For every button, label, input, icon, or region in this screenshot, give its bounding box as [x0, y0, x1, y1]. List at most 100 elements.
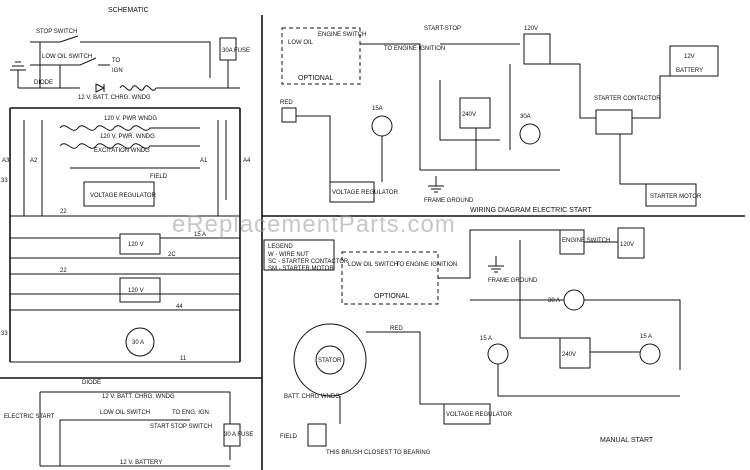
- engine-switch-label-bottom: ENGINE SWITCH: [562, 238, 610, 244]
- battery-label: BATTERY: [676, 68, 703, 74]
- schematic-panel: SCHEMATIC STOP SWITCH LOW OIL SWITCH TO …: [1, 7, 251, 363]
- pwr-wndg-2-label: 120 V. PWR. WNDG: [100, 134, 155, 140]
- optional-label-bottom: OPTIONAL: [374, 293, 410, 300]
- fuse-30a-label: 30A FUSE: [222, 48, 250, 54]
- outlet-120v-1-label: 120 V: [128, 242, 144, 248]
- frame-ground-label-bottom: FRAME GROUND: [488, 278, 538, 284]
- outlet-120v-1: [119, 233, 161, 255]
- schematic-voltage-regulator: [83, 181, 155, 207]
- battery-12v-label: 12V: [684, 54, 695, 60]
- manual-start-title: MANUAL START: [600, 437, 654, 444]
- breaker-30a-bottom: [563, 289, 585, 311]
- receptacle-120v-top-label: 120V: [524, 26, 538, 32]
- wire-33-bottom: 33: [1, 331, 8, 337]
- breaker-30a-bottom-label: 30 A: [548, 298, 560, 304]
- electric-start-panel: ELECTRIC START DIODE 12 V. BATT. CHRG. W…: [4, 380, 253, 467]
- starter-motor: [645, 183, 697, 207]
- voltage-regulator-top-label: VOLTAGE REGULATOR: [332, 190, 399, 196]
- breaker-30a-top-label: 30A: [520, 114, 531, 120]
- breaker-15a-bottom-right: [639, 343, 661, 365]
- starter-contactor: [595, 109, 633, 135]
- low-oil-switch-label-bottom: LOW OIL SWITCH: [348, 262, 398, 268]
- diode-symbol: [95, 83, 106, 93]
- wiring-electric-start-title: WIRING DIAGRAM ELECTRIC START: [470, 207, 592, 214]
- receptacle-120v-bottom: [617, 227, 645, 259]
- ign-label: IGN: [112, 68, 123, 74]
- field-label: FIELD: [150, 174, 168, 180]
- excitation-wndg-label: EXCITATION WNDG: [94, 148, 150, 154]
- es-battery-label: 12 V. BATTERY: [120, 460, 162, 466]
- legend-item-2: SC - STARTER CONTACTOR: [268, 259, 349, 265]
- low-oil-switch-symbol: [30, 57, 110, 66]
- frame-ground-symbol-top: [428, 176, 444, 193]
- batt-chrg-wndg-label-bottom: BATT. CHRG WNDG: [284, 394, 340, 400]
- breaker-30a: [125, 327, 155, 357]
- frame-ground-label-top: FRAME GROUND: [424, 198, 474, 204]
- breaker-15a-bottom-left: [487, 343, 509, 365]
- stator: [293, 323, 367, 397]
- field-brush: [307, 423, 327, 447]
- red-label-bottom: RED: [390, 326, 403, 332]
- engine-switch-label-top: ENGINE SWITCH: [318, 32, 366, 38]
- receptacle-240v-bottom: [559, 337, 591, 369]
- stop-switch-label: STOP SWITCH: [36, 29, 77, 35]
- voltage-regulator-bottom: [443, 403, 491, 425]
- outlet-120v-2: [119, 277, 161, 303]
- electric-start-label: ELECTRIC START: [4, 414, 55, 420]
- to-label: TO: [112, 58, 121, 64]
- wire-a1: A1: [200, 158, 208, 164]
- wiring-electric-start-panel: OPTIONAL LOW OIL ENGINE SWITCH START-STO…: [280, 26, 719, 214]
- receptacle-120v-top: [523, 33, 551, 65]
- es-start-stop-label: START STOP SWITCH: [150, 424, 212, 430]
- es-diode-label: DIODE: [82, 380, 101, 386]
- amp-15-label: 15 A: [194, 232, 206, 238]
- pwr-wndg-1-label: 120 V. PWR WNDG: [104, 116, 157, 122]
- legend-box: [263, 239, 335, 271]
- legend-panel: LEGEND W - WIRE NUT SC - STARTER CONTACT…: [263, 239, 349, 272]
- wire-a2: A2: [30, 158, 38, 164]
- breaker-15a-bottom-left-label: 15 A: [480, 336, 492, 342]
- optional-label-top: OPTIONAL: [298, 75, 334, 82]
- schematic-voltage-regulator-label: VOLTAGE REGULATOR: [90, 193, 157, 199]
- voltage-regulator-top: [329, 181, 375, 203]
- frame-ground-symbol-bottom: [488, 256, 504, 273]
- to-engine-ignition-label-bottom: TO ENGINE IGNITION: [396, 262, 457, 268]
- batt-chrg-wndg-label: 12 V. BATT. CHRG. WNDG: [78, 95, 151, 101]
- wire-a3: A3: [2, 158, 10, 164]
- stator-label: STATOR: [318, 358, 342, 364]
- wire-a4: A4: [243, 158, 251, 164]
- stop-switch-symbol: [30, 35, 211, 78]
- breaker-30a-label: 30 A: [132, 340, 144, 346]
- legend-item-1: W - WIRE NUT: [268, 252, 309, 258]
- es-fuse-label: 30 A FUSE: [224, 432, 253, 438]
- receptacle-240v-bottom-label: 240V: [562, 352, 576, 358]
- low-oil-label-top: LOW OIL: [288, 40, 314, 46]
- es-fuse: [223, 423, 241, 447]
- receptacle-120v-bottom-label: 120V: [620, 242, 634, 248]
- starter-contactor-label: STARTER CONTACTOR: [594, 96, 661, 102]
- voltage-regulator-bottom-label: VOLTAGE REGULATOR: [446, 412, 513, 418]
- wire-44: 44: [176, 304, 183, 310]
- starter-motor-label: STARTER MOTOR: [650, 194, 702, 200]
- receptacle-240v-top: [459, 97, 491, 129]
- start-stop-label: START-STOP: [424, 26, 461, 32]
- wiring-manual-start-panel: LOW OIL SWITCH TO ENGINE IGNITION OPTION…: [280, 227, 681, 456]
- watermark: eReplacementParts.com: [172, 211, 456, 238]
- wire-11: 11: [180, 356, 187, 362]
- legend-title: LEGEND: [268, 244, 293, 250]
- to-engine-ignition-label-top: TO ENGINE IGNITION: [384, 46, 445, 52]
- wire-22-a: 22: [60, 209, 67, 215]
- wire-2c: 2C: [168, 252, 176, 258]
- diode-label: DIODE: [34, 80, 53, 86]
- red-label-top: RED: [280, 100, 293, 106]
- outlet-120v-2-label: 120 V: [128, 288, 144, 294]
- schematic-title: SCHEMATIC: [108, 7, 149, 14]
- receptacle-240v-top-label: 240V: [462, 112, 476, 118]
- brush-note: THIS BRUSH CLOSEST TO BEARING: [326, 450, 431, 456]
- battery-box: [669, 45, 719, 77]
- breaker-15a-top-label: 15A: [372, 106, 383, 112]
- low-oil-switch-label: LOW OIL SWITCH: [42, 54, 92, 60]
- breaker-15a-top: [371, 115, 393, 137]
- es-low-oil-label: LOW OIL SWITCH: [100, 410, 150, 416]
